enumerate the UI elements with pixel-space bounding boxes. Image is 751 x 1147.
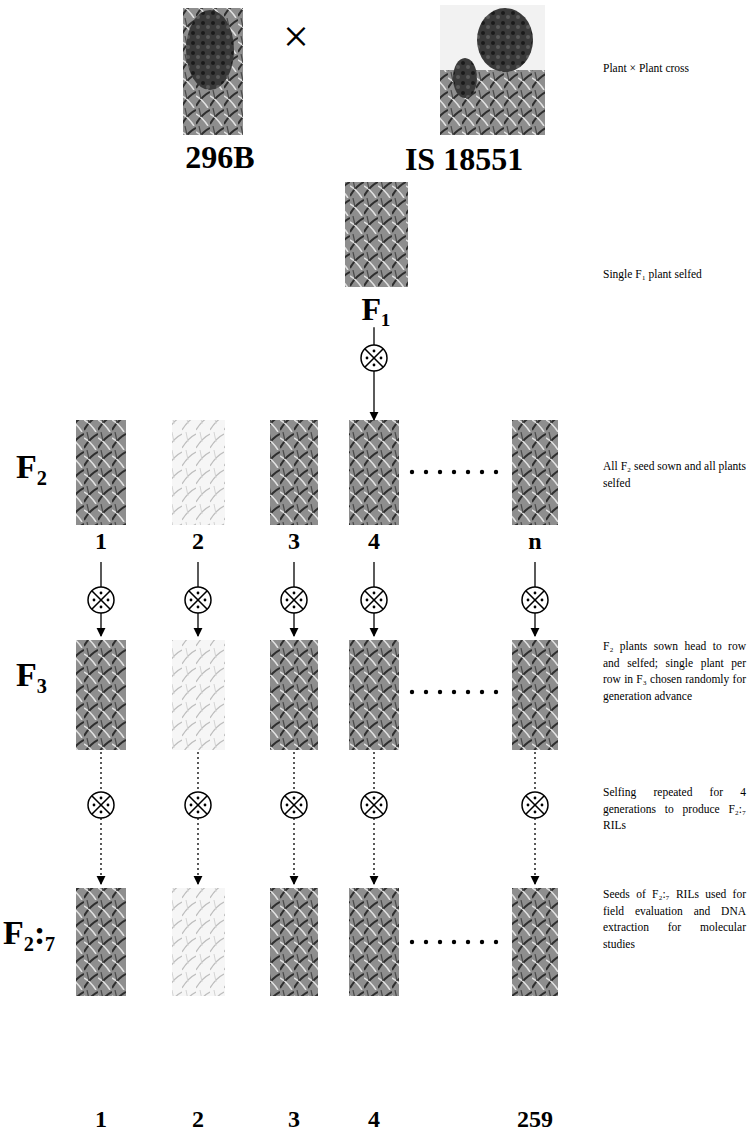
line-number: 4 [368, 528, 380, 554]
line-number: 1 [95, 528, 107, 554]
step-note: Plant × Plant cross [603, 60, 746, 77]
step-note: All F₂ seed sown and all plants selfed [603, 458, 746, 491]
plant-panel: 2 [172, 888, 225, 1132]
generation-label: F₂:₇ [3, 914, 73, 951]
line-number: 4 [368, 1106, 380, 1132]
line-number: 259 [517, 1106, 553, 1132]
plant-panel: 259 [512, 888, 558, 1132]
line-number: 2 [192, 1106, 204, 1132]
step-note: Single F₁ plant selfed [603, 266, 746, 283]
line-number: 1 [95, 1106, 107, 1132]
generation-label: F₁ [361, 292, 390, 327]
line-number: n [528, 528, 541, 554]
selfing-arrow [373, 327, 374, 420]
plant-panel: 3 [270, 888, 318, 1132]
plant-panel: 1 [76, 420, 126, 554]
step-note: F₂ plants sown head to row and selfed; s… [603, 638, 746, 705]
plant-panel: F₁ [345, 182, 408, 327]
line-number: 3 [288, 1106, 300, 1132]
parent-name: 296B [185, 140, 254, 175]
plant-panel: 4 [349, 888, 399, 1132]
plant-panel: IS 18551 [401, 5, 528, 177]
step-note: Seeds of F₂:₇ RILs used for field evalua… [603, 886, 746, 953]
parent-name: IS 18551 [405, 142, 523, 177]
cross-symbol: × [283, 12, 323, 63]
line-number: 2 [192, 528, 204, 554]
plant-panel: 3 [270, 420, 318, 554]
plant-panel: 4 [349, 420, 399, 554]
plant-panel: 2 [172, 420, 225, 554]
generation-label: F₃ [16, 656, 72, 693]
line-number: 3 [288, 528, 300, 554]
plant-panel: n [512, 420, 558, 554]
plant-panel: 296B [181, 8, 259, 175]
step-note: Selfing repeated for 4 generations to pr… [603, 784, 746, 834]
generation-label: F₂ [16, 448, 72, 485]
plant-panel: 1 [76, 888, 126, 1132]
